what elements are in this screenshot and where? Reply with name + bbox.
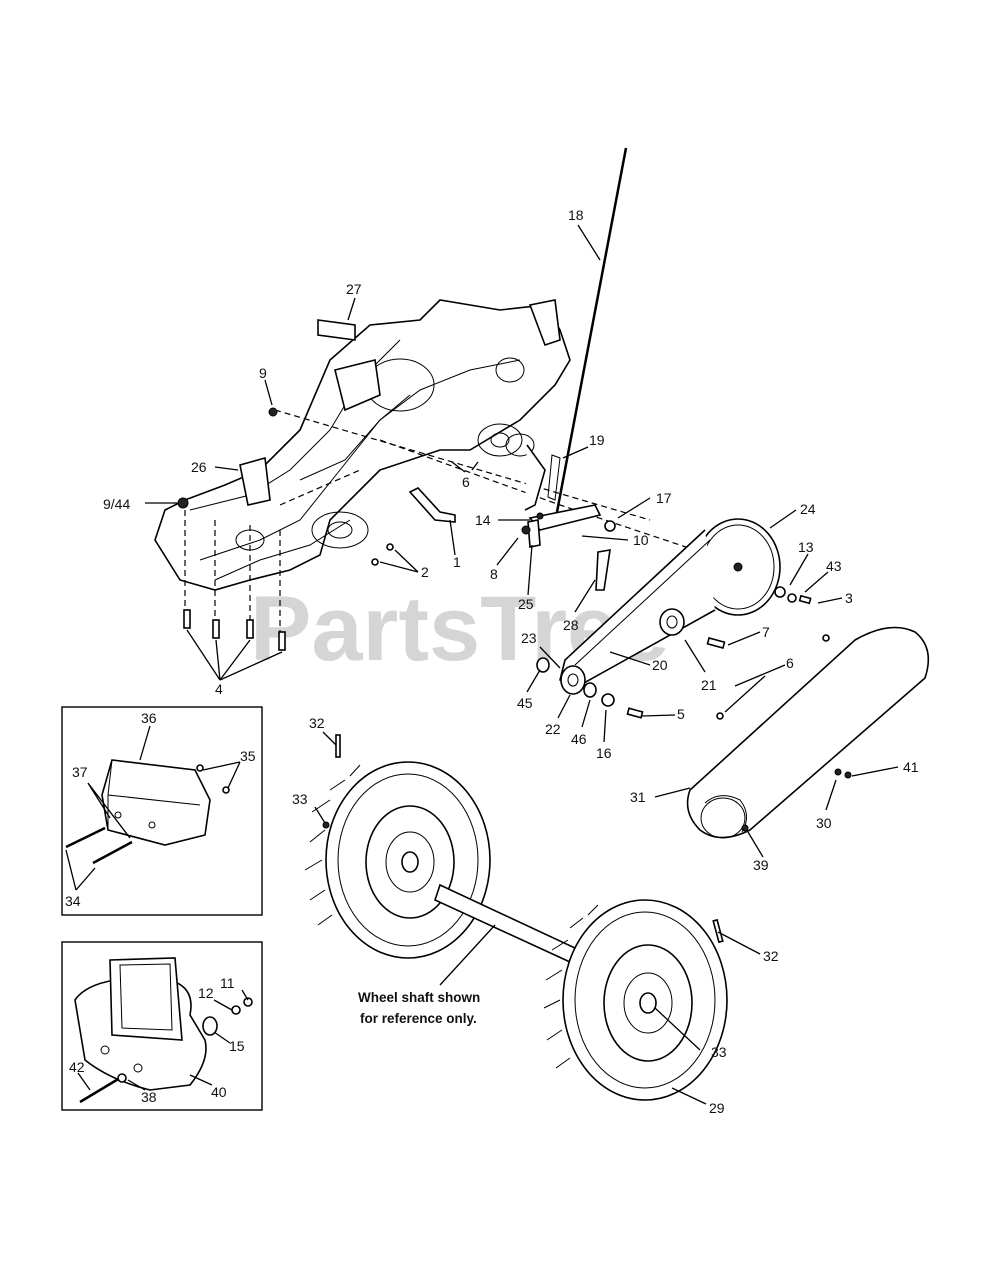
- callout-46: 46: [571, 731, 587, 747]
- callout-31: 31: [630, 789, 646, 805]
- callout-9: 9: [259, 365, 267, 381]
- belt-cover: [686, 626, 930, 839]
- callout-20: 20: [652, 657, 668, 673]
- callout-33b: 33: [711, 1044, 727, 1060]
- callout-14: 14: [475, 512, 491, 528]
- callout-7: 7: [762, 624, 770, 640]
- callout-3: 3: [845, 590, 853, 606]
- callout-4: 4: [215, 681, 223, 697]
- callout-25: 25: [518, 596, 534, 612]
- callout-28: 28: [563, 617, 579, 633]
- callout-32b: 32: [763, 948, 779, 964]
- callout-13: 13: [798, 539, 814, 555]
- callout-15: 15: [229, 1038, 245, 1054]
- callout-37: 37: [72, 764, 88, 780]
- callout-24: 24: [800, 501, 816, 517]
- callout-22: 22: [545, 721, 561, 737]
- callouts: 18 27 9 19 26 6 9/44 17 14 24 10 1 2 8 1…: [65, 207, 919, 1116]
- linkage-brackets: [521, 504, 616, 591]
- callout-35: 35: [240, 748, 256, 764]
- callout-9-44: 9/44: [103, 496, 130, 512]
- callout-33a: 33: [292, 791, 308, 807]
- callout-42: 42: [69, 1059, 85, 1075]
- inset-box-top: [61, 706, 263, 916]
- callout-5: 5: [677, 706, 685, 722]
- right-wheel: [543, 899, 728, 1101]
- callout-43: 43: [826, 558, 842, 574]
- callout-34: 34: [65, 893, 81, 909]
- callout-32a: 32: [309, 715, 325, 731]
- callout-16: 16: [596, 745, 612, 761]
- callout-21: 21: [701, 677, 717, 693]
- reference-note-line1: Wheel shaft shown: [358, 990, 480, 1005]
- callout-6a: 6: [462, 474, 470, 490]
- callout-23: 23: [521, 630, 537, 646]
- callout-11: 11: [220, 975, 235, 991]
- callout-38: 38: [141, 1089, 157, 1105]
- transmission-frame: [154, 299, 741, 651]
- callout-39: 39: [753, 857, 769, 873]
- callout-18: 18: [568, 207, 584, 223]
- callout-26: 26: [191, 459, 207, 475]
- callout-2: 2: [421, 564, 429, 580]
- reference-note-line2: for reference only.: [360, 1011, 477, 1026]
- leader-lines: [65, 224, 899, 1105]
- inset-box-bottom: [61, 941, 263, 1111]
- callout-40: 40: [211, 1084, 227, 1100]
- callout-6b: 6: [786, 655, 794, 671]
- callout-19: 19: [589, 432, 605, 448]
- belt-drive: [536, 518, 812, 719]
- callout-1: 1: [453, 554, 461, 570]
- callout-12: 12: [198, 985, 214, 1001]
- callout-41: 41: [903, 759, 919, 775]
- shift-rod: [524, 147, 628, 513]
- callout-27: 27: [346, 281, 362, 297]
- callout-17: 17: [656, 490, 672, 506]
- callout-29: 29: [709, 1100, 725, 1116]
- callout-30: 30: [816, 815, 832, 831]
- callout-10: 10: [633, 532, 649, 548]
- callout-45: 45: [517, 695, 533, 711]
- callout-8: 8: [490, 566, 498, 582]
- left-wheel: [304, 734, 491, 959]
- callout-36: 36: [141, 710, 157, 726]
